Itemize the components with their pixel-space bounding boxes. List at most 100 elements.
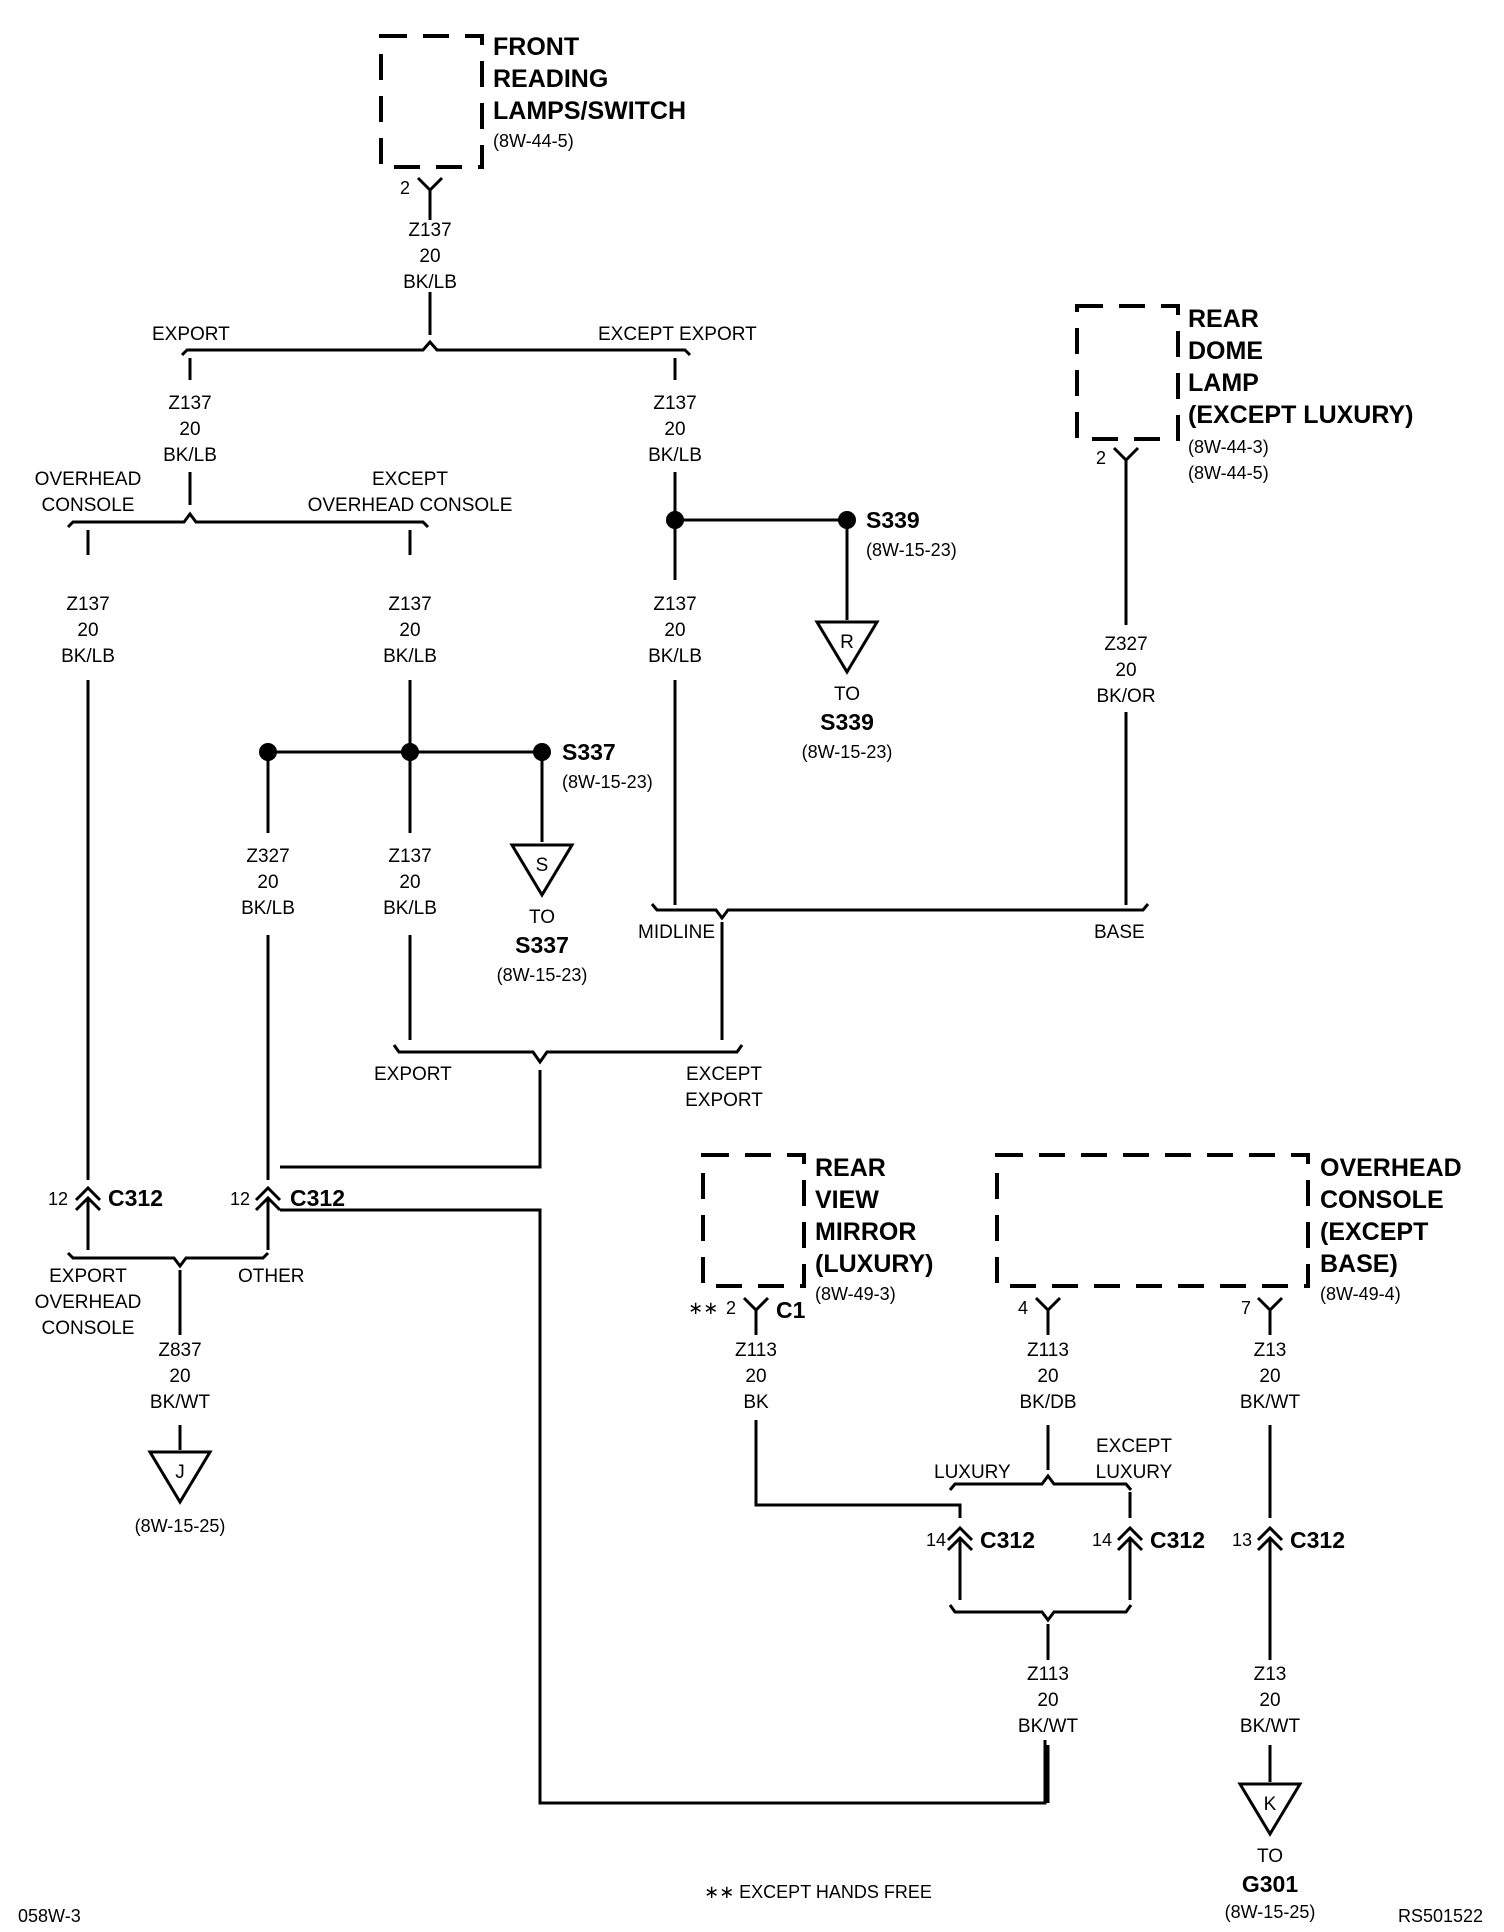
overhead-pin7-connector-icon	[1256, 1296, 1284, 1322]
label-except-export-mid-2: EXPORT	[685, 1090, 763, 1111]
label-luxury: LUXURY	[934, 1462, 1011, 1483]
rear-dome-title-3: LAMP	[1188, 369, 1259, 397]
wire-segment	[280, 1208, 1047, 1805]
rear-dome-ref-2: (8W-44-5)	[1188, 463, 1269, 483]
svg-text:20: 20	[257, 872, 278, 893]
ground-j-ref: (8W-15-25)	[135, 1516, 226, 1536]
rear-dome-pin: 2	[1096, 448, 1106, 468]
ground-j-letter: J	[175, 1462, 185, 1483]
mirror-title-4: (LUXURY)	[815, 1250, 934, 1278]
mirror-title-1: REAR	[815, 1154, 886, 1182]
mirror-ref: (8W-49-3)	[815, 1284, 896, 1304]
splice-s337-ref: (8W-15-23)	[562, 772, 653, 792]
offpage-s-ref: (8W-15-23)	[497, 965, 588, 985]
mirror-pin: 2	[726, 1298, 736, 1318]
svg-text:BK/LB: BK/LB	[61, 646, 115, 667]
label-other: OTHER	[238, 1266, 305, 1287]
svg-text:BK/LB: BK/LB	[648, 445, 702, 466]
svg-text:Z13: Z13	[1254, 1340, 1287, 1361]
footer-left-code: 058W-3	[18, 1906, 81, 1926]
mirror-connector-icon	[742, 1296, 770, 1322]
offpage-triangle-r-icon	[814, 620, 880, 675]
offpage-s-letter: S	[536, 855, 549, 876]
bus-export-except-export	[180, 339, 692, 357]
splice-dot-s339	[838, 511, 856, 529]
splice-s337-name: S337	[562, 739, 616, 765]
svg-text:BK/DB: BK/DB	[1019, 1392, 1076, 1413]
overhead-pin4-connector-icon	[1034, 1296, 1062, 1322]
label-except-overhead-2: OVERHEAD CONSOLE	[308, 495, 513, 516]
front-reading-lamps-box	[379, 34, 484, 169]
svg-text:20: 20	[77, 620, 98, 641]
svg-text:20: 20	[745, 1366, 766, 1387]
ground-k-ref: (8W-15-25)	[1225, 1902, 1316, 1922]
label-export-top: EXPORT	[152, 324, 230, 345]
splice-s339-ref: (8W-15-23)	[866, 540, 957, 560]
front-reading-title-2: READING	[493, 65, 608, 93]
footer-right-code: RS501522	[1398, 1906, 1483, 1926]
svg-text:20: 20	[419, 246, 440, 267]
label-except-luxury-2: LUXURY	[1096, 1462, 1173, 1483]
overhead-title-2: CONSOLE	[1320, 1186, 1444, 1214]
overhead-console-box	[995, 1153, 1310, 1288]
bus-luxury-join	[948, 1604, 1133, 1623]
splice-s339-name: S339	[866, 507, 920, 533]
mirror-title-3: MIRROR	[815, 1218, 916, 1246]
svg-text:BK/WT: BK/WT	[150, 1392, 211, 1413]
svg-text:BK/OR: BK/OR	[1096, 686, 1155, 707]
svg-text:Z137: Z137	[168, 393, 211, 414]
svg-text:BK/WT: BK/WT	[1240, 1392, 1301, 1413]
label-except-export-top: EXCEPT EXPORT	[598, 324, 757, 345]
svg-text:Z113: Z113	[735, 1340, 777, 1361]
mirror-connector-c1: C1	[776, 1297, 806, 1323]
label-midline: MIDLINE	[638, 922, 715, 943]
front-reading-title-1: FRONT	[493, 33, 579, 61]
offpage-s-name: S337	[515, 932, 569, 958]
splice-dot	[666, 511, 684, 529]
c312-e-pin: 13	[1232, 1530, 1252, 1550]
svg-text:BK: BK	[743, 1392, 769, 1413]
rear-dome-title-4: (EXCEPT LUXURY)	[1188, 401, 1413, 429]
rear-view-mirror-box	[701, 1153, 806, 1288]
label-overhead-console-1: OVERHEAD	[35, 469, 142, 490]
svg-text:BK/LB: BK/LB	[383, 646, 437, 667]
overhead-title-1: OVERHEAD	[1320, 1154, 1462, 1182]
svg-text:20: 20	[1037, 1366, 1058, 1387]
c312-a-name: C312	[108, 1185, 163, 1211]
overhead-ref: (8W-49-4)	[1320, 1284, 1401, 1304]
svg-text:BK/LB: BK/LB	[241, 898, 295, 919]
overhead-title-3: (EXCEPT	[1320, 1218, 1428, 1246]
label-except-export-mid-1: EXCEPT	[686, 1064, 762, 1085]
splice-dot	[401, 743, 419, 761]
offpage-triangle-s-icon	[509, 843, 575, 898]
svg-text:Z327: Z327	[246, 846, 289, 867]
svg-text:20: 20	[664, 620, 685, 641]
front-reading-title-3: LAMPS/SWITCH	[493, 97, 686, 125]
rear-dome-lamp-box	[1075, 304, 1180, 441]
label-export-overhead-1: EXPORT	[49, 1266, 127, 1287]
label-export-overhead-3: CONSOLE	[42, 1318, 135, 1339]
svg-text:Z137: Z137	[66, 594, 109, 615]
svg-text:Z113: Z113	[1027, 1340, 1069, 1361]
label-export-overhead-2: OVERHEAD	[35, 1292, 142, 1313]
ground-k-letter: K	[1264, 1794, 1277, 1815]
svg-text:20: 20	[1037, 1690, 1058, 1711]
splice-dot-s337	[533, 743, 551, 761]
front-reading-connector-icon	[416, 176, 444, 202]
svg-text:BK/WT: BK/WT	[1240, 1716, 1301, 1737]
offpage-r-ref: (8W-15-23)	[802, 742, 893, 762]
c312-b-pin: 12	[230, 1189, 250, 1209]
svg-text:Z113: Z113	[1027, 1664, 1069, 1685]
svg-text:20: 20	[664, 419, 685, 440]
svg-text:Z137: Z137	[388, 846, 431, 867]
c312-c-name: C312	[980, 1527, 1035, 1553]
